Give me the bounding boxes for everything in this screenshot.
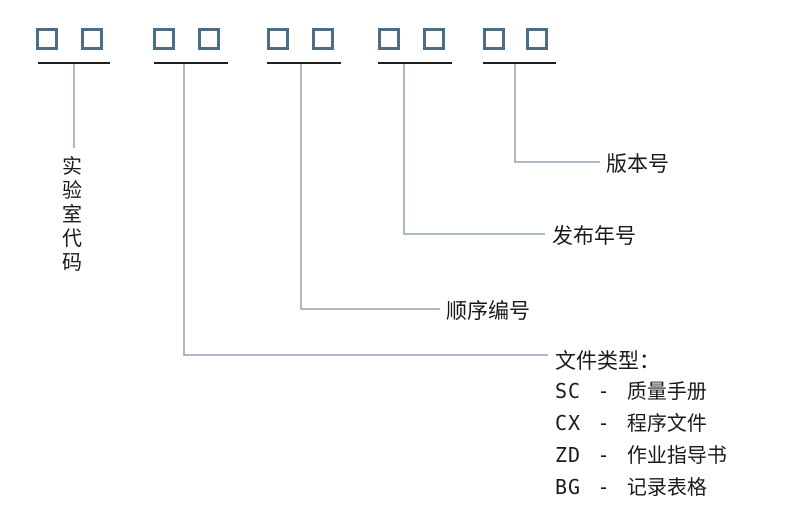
file-type-sep: - [597, 443, 611, 467]
file-type-code: ZD [555, 443, 582, 467]
file-type-code: BG [555, 475, 582, 499]
version-label: 版本号 [606, 152, 669, 176]
connector-version [514, 64, 600, 163]
file-type-item: ZD - 作业指导书 [555, 439, 727, 471]
group-underline-year [378, 62, 452, 64]
group-underline-lab [38, 62, 110, 64]
code-box-lab-1 [36, 28, 58, 50]
file-type-item: CX - 程序文件 [555, 407, 727, 439]
file-type-item: SC - 质量手册 [555, 375, 727, 407]
file-type-name: 记录表格 [626, 475, 707, 499]
file-type-name: 质量手册 [626, 379, 707, 403]
connector-sequence [300, 64, 440, 310]
code-box-lab-2 [81, 28, 103, 50]
file-type-sep: - [597, 411, 611, 435]
file-type-code: CX [555, 411, 582, 435]
code-box-type-2 [198, 28, 220, 50]
file-type-sep: - [597, 379, 611, 403]
code-box-year-2 [423, 28, 445, 50]
group-underline-type [154, 62, 228, 64]
group-underline-seq [267, 62, 341, 64]
connector-year [403, 64, 545, 235]
code-box-year-1 [378, 28, 400, 50]
code-box-seq-2 [312, 28, 334, 50]
group-underline-version [483, 62, 556, 64]
code-box-version-1 [483, 28, 505, 50]
file-type-name: 作业指导书 [626, 443, 727, 467]
lab-code-label: 实验室代码 [62, 154, 82, 274]
year-label: 发布年号 [552, 224, 636, 248]
code-box-seq-1 [267, 28, 289, 50]
code-box-type-1 [153, 28, 175, 50]
sequence-label: 顺序编号 [446, 299, 530, 323]
file-type-title: 文件类型： [555, 349, 660, 373]
file-type-item: BG - 记录表格 [555, 471, 727, 503]
file-type-name: 程序文件 [626, 411, 707, 435]
code-box-version-2 [526, 28, 548, 50]
file-type-block: 文件类型： SC - 质量手册 CX - 程序文件 ZD - 作业指导书 BG … [555, 348, 727, 503]
file-type-sep: - [597, 475, 611, 499]
file-type-code: SC [555, 379, 582, 403]
